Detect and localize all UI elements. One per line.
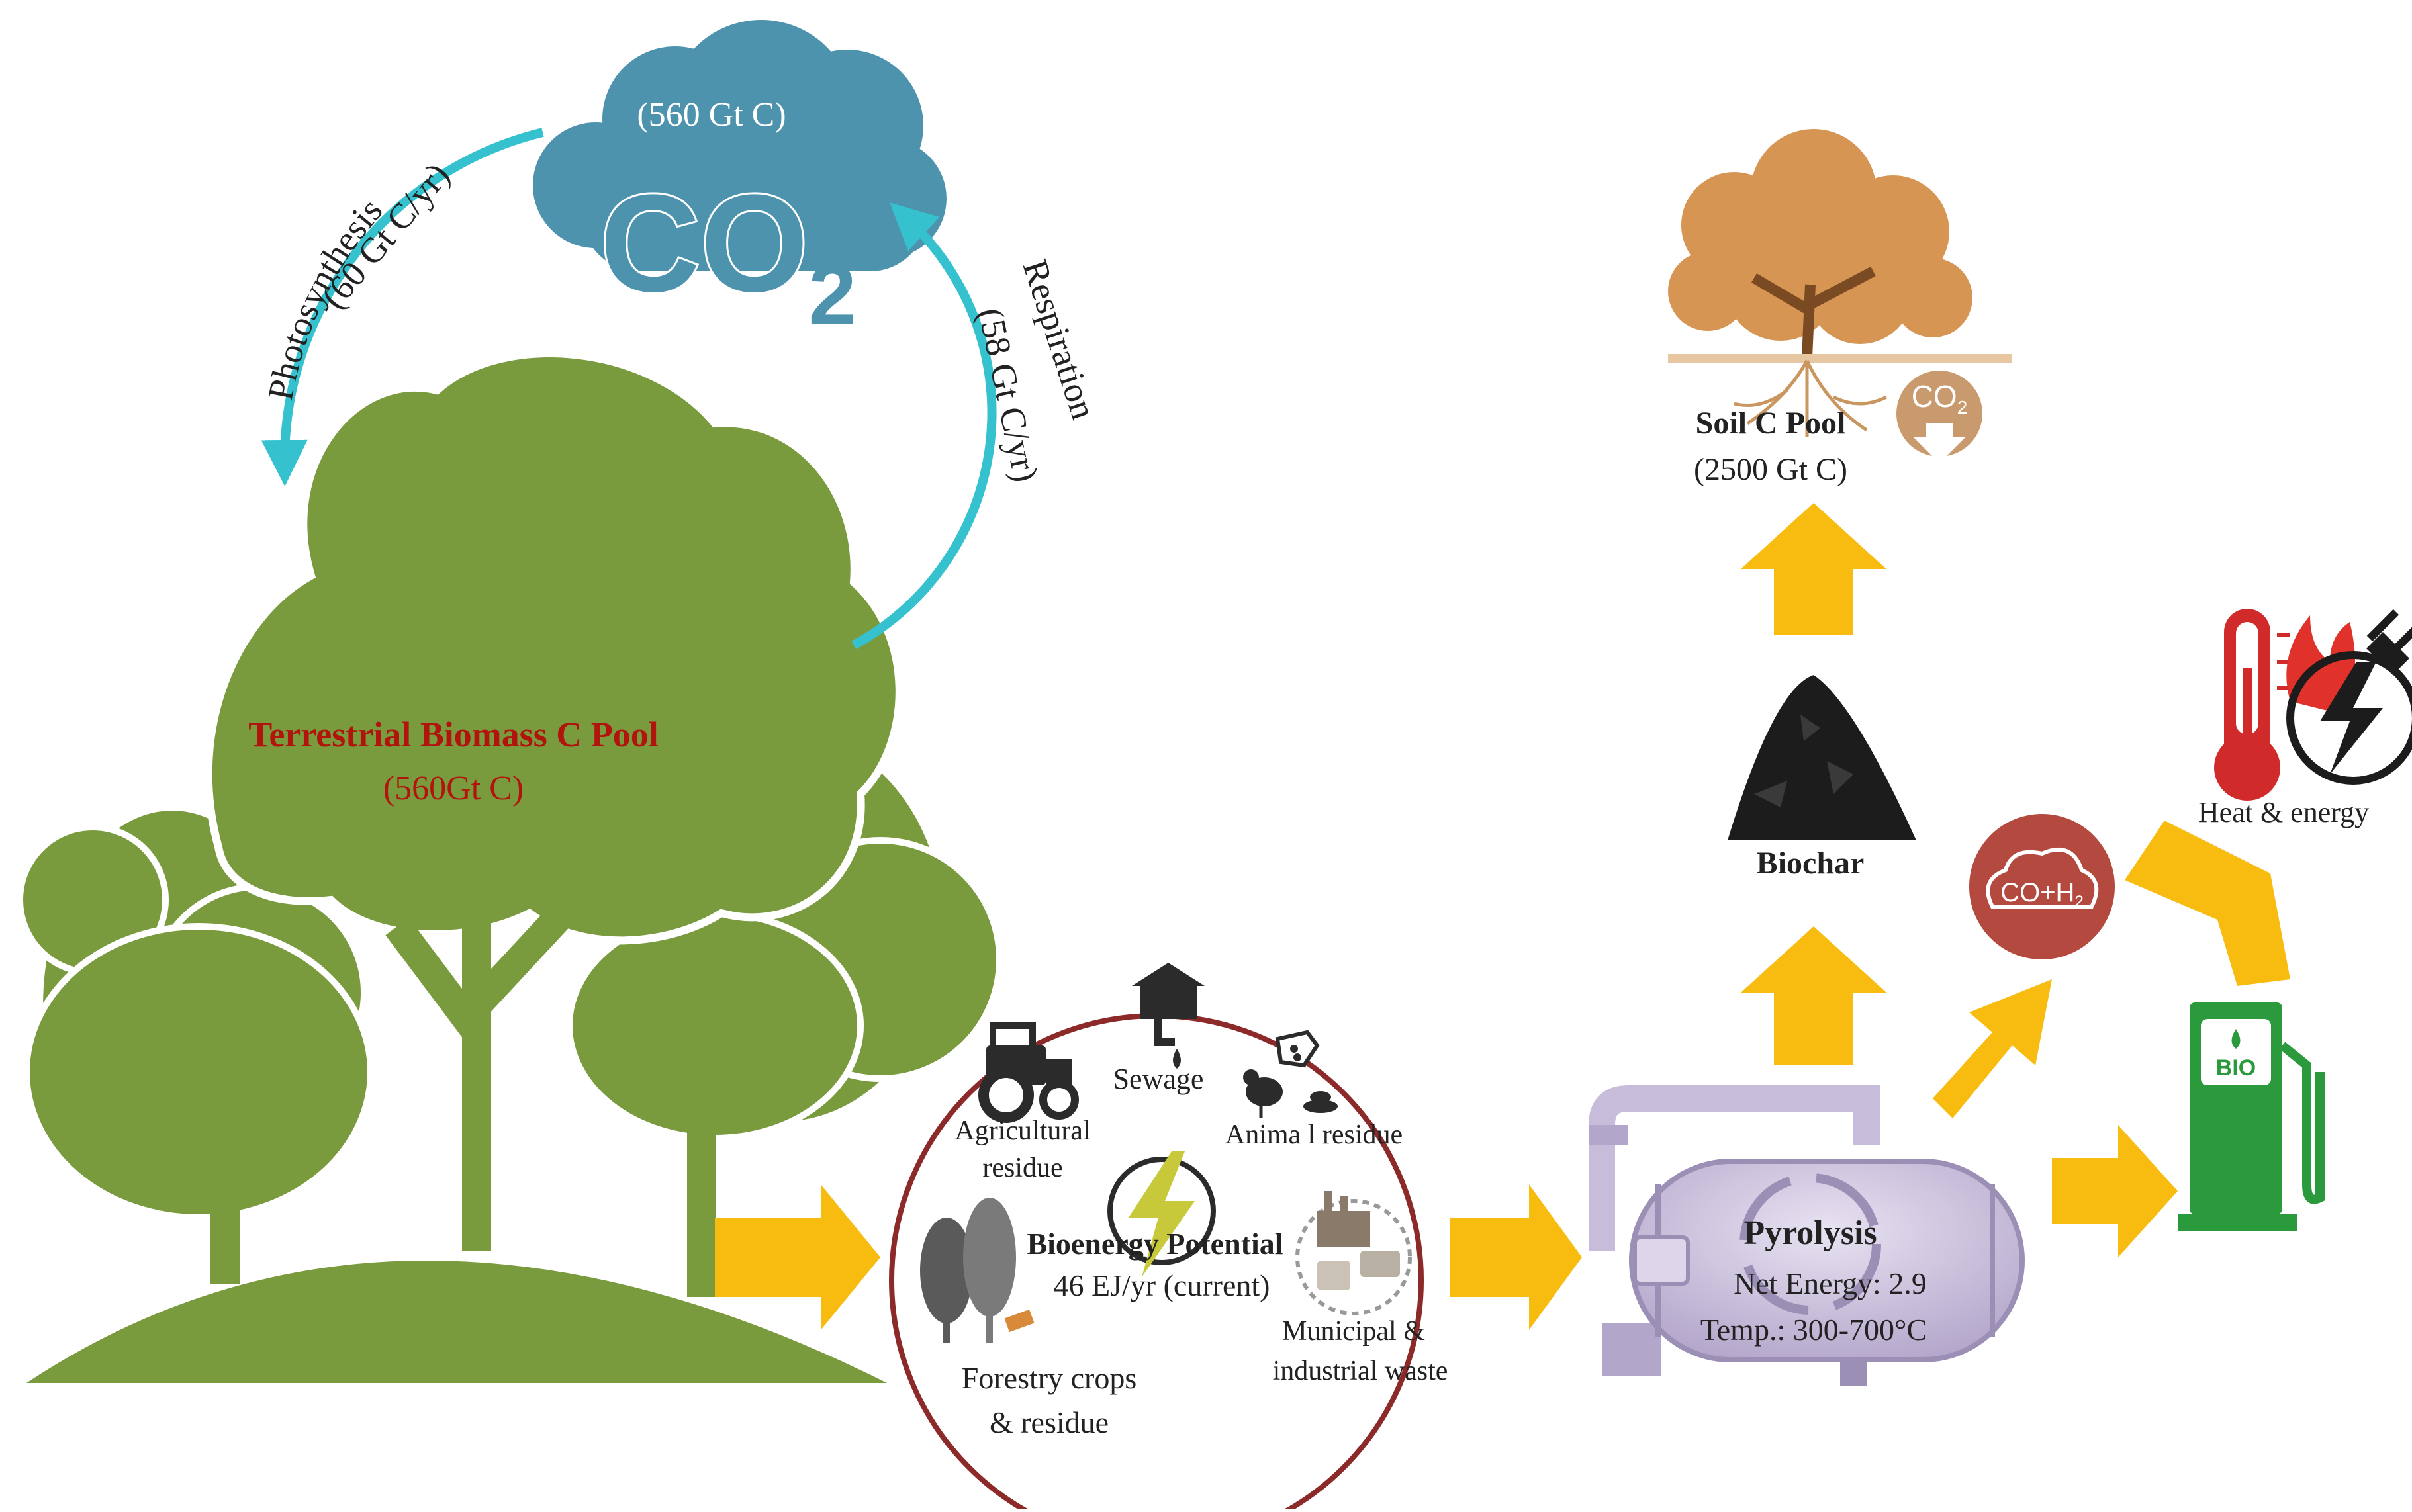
municipal-label-1: Municipal & [1282,1316,1425,1347]
heat-energy-label: Heat & energy [2198,796,2369,828]
agricultural-label-2: residue [982,1153,1062,1183]
factory-recycle-icon [1295,1191,1412,1315]
power-plug-icon [2286,609,2412,785]
sewage-icon [1132,963,1205,1069]
soil-tree-icon [1668,129,2012,437]
arrow-syngas-to-heat [2125,821,2290,986]
biochar-label: Biochar [1757,846,1865,881]
sewage-label: Sewage [1113,1063,1204,1095]
forestry-icon [920,1198,1035,1343]
badge-co2: CO2 [1912,379,1968,418]
forestry-label-2: & residue [990,1405,1109,1439]
arrow-biochar-to-soil [1741,503,1886,635]
soil-pool-amount: (2500 Gt C) [1694,452,1847,487]
arrow-trees-to-feedstock [715,1184,880,1330]
arrow-pyrolysis-to-biochar [1741,926,1886,1065]
animal-label: Anima l residue [1225,1120,1403,1150]
chicken-icon [1243,1069,1283,1118]
cow-icon [1275,1030,1320,1068]
arrow-pyrolysis-to-fuel [2052,1125,2178,1257]
hill [26,1261,887,1383]
co2-cloud: (560 Gt C) CO2 [533,20,947,343]
tree-trunks [155,900,779,1297]
feedstock-circle: Agricultural residue Sewage Anima l resi… [889,963,1448,1512]
bio-fuel-pump-icon: BIO [2178,1002,2325,1231]
co2-sequestration-badge: CO2 [1896,371,1982,463]
biomass-pool-amount: (560Gt C) [383,770,524,807]
cloud-carbon-amount: (560 Gt C) [637,96,786,134]
agricultural-label-1: Agricultural [954,1116,1090,1146]
syngas-formula: CO+H2 [2000,878,2084,911]
bioenergy-value: 46 EJ/yr (current) [1054,1268,1270,1302]
tree-illustration [17,349,1003,1383]
biochar-pile-icon [1728,675,1916,840]
pyrolysis-reactor [1589,1085,2025,1386]
flow-arrows [715,503,2290,1330]
pyrolysis-title: Pyrolysis [1743,1214,1877,1252]
municipal-label-2: industrial waste [1273,1356,1448,1386]
center-canopy [204,349,904,945]
bio-pump-label: BIO [2216,1055,2256,1081]
tractor-icon [978,1022,1079,1123]
pyrolysis-temperature: Temp.: 300-700°C [1700,1313,1927,1347]
manure-icon [1303,1091,1338,1113]
respiration-flux: (58 Gt C/yr) [970,304,1046,486]
syngas-icon: CO+H2 [1969,814,2115,959]
bioenergy-lightning-icon [1107,1151,1216,1277]
co2-formula: CO2 [600,165,856,343]
down-arrow-icon [1913,423,1966,463]
arrow-pyrolysis-to-syngas [1933,979,2052,1118]
bioenergy-title: Bioenergy Potential [1027,1227,1283,1261]
pyrolysis-net-energy: Net Energy: 2.9 [1734,1267,1927,1300]
photosynthesis-arrow [261,128,544,486]
forestry-label-1: Forestry crops [962,1361,1136,1395]
arrow-feedstock-to-pyrolysis [1450,1184,1582,1330]
respiration-arrow [851,202,997,650]
thermometer-icon [2214,609,2290,801]
left-tree [17,804,374,1221]
soil-pool-title: Soil C Pool [1696,406,1846,441]
biomass-pool-title: Terrestrial Biomass C Pool [248,715,658,754]
